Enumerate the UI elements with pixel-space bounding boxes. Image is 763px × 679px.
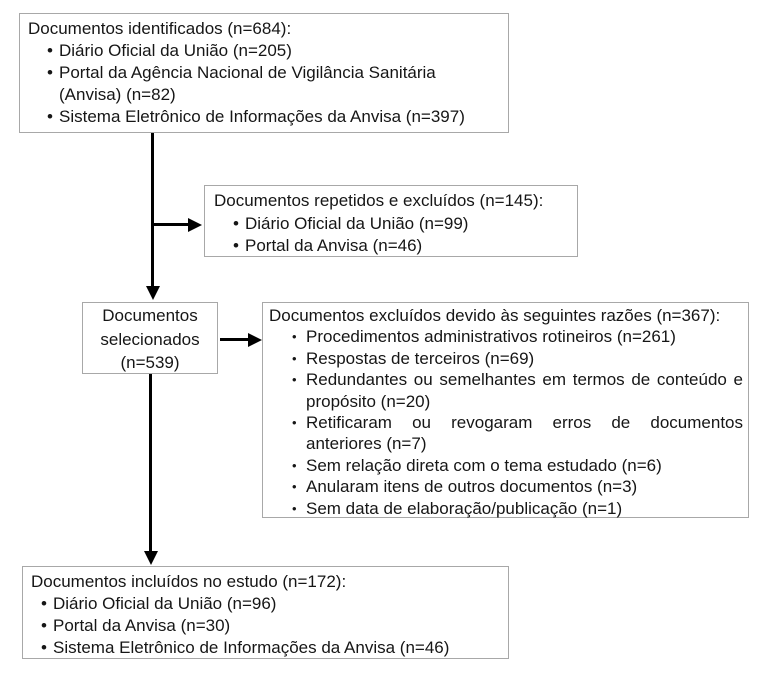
box-title: Documentos excluídos devido às seguintes…	[269, 306, 721, 325]
arrowhead-right-repetidos	[188, 217, 202, 232]
bullet-item: Sistema Eletrônico de Informações da Anv…	[31, 637, 500, 659]
bullet-item: Anularam itens de outros documentos (n=3…	[269, 476, 743, 498]
bullet-item: Diário Oficial da União (n=96)	[31, 593, 500, 615]
box-documentos-selecionados: Documentos selecionados (n=539)	[82, 302, 218, 374]
bullet-item: Respostas de terceiros (n=69)	[269, 348, 743, 370]
bullet-item: Sem relação direta com o tema estudado (…	[269, 455, 743, 477]
arrow-line-branch-repetidos	[153, 223, 189, 226]
box-title: Documentos repetidos e excluídos (n=145)…	[214, 191, 544, 210]
arrowhead-down-incluidos	[143, 551, 158, 565]
arrow-line-identificados-selecionados	[151, 133, 154, 287]
box-documentos-repetidos-excluidos: Documentos repetidos e excluídos (n=145)…	[204, 185, 578, 257]
bullet-item: Diário Oficial da União (n=99)	[214, 213, 569, 236]
bullet-item: Diário Oficial da União (n=205)	[28, 40, 500, 62]
arrow-line-selecionados-incluidos	[149, 374, 152, 552]
bullet-item: Portal da Agência Nacional de Vigilância…	[28, 62, 500, 106]
box-title: Documentos identificados (n=684):	[28, 19, 292, 38]
bullet-item: Portal da Anvisa (n=46)	[214, 235, 569, 258]
arrow-line-selecionados-razoes	[220, 338, 249, 341]
box-title: Documentos incluídos no estudo (n=172):	[31, 572, 347, 591]
arrowhead-right-razoes	[248, 332, 262, 347]
box-documentos-identificados: Documentos identificados (n=684): Diário…	[19, 13, 509, 133]
bullet-item: Retificaram ou revogaram erros de docume…	[269, 412, 743, 455]
box-label: Documentos selecionados (n=539)	[100, 306, 200, 372]
arrowhead-down-selecionados	[145, 286, 160, 300]
box-documentos-excluidos-razoes: Documentos excluídos devido às seguintes…	[262, 302, 749, 520]
bullet-item: Sistema Eletrônico de Informações da Anv…	[28, 106, 500, 128]
bullet-item: Procedimentos administrativos rotineiros…	[269, 326, 743, 348]
bullet-item: Sem data de elaboração/publicação (n=1)	[269, 498, 743, 520]
box-documentos-incluidos: Documentos incluídos no estudo (n=172): …	[22, 566, 509, 659]
bullet-item: Redundantes ou semelhantes em termos de …	[269, 369, 743, 412]
bullet-item: Portal da Anvisa (n=30)	[31, 615, 500, 637]
